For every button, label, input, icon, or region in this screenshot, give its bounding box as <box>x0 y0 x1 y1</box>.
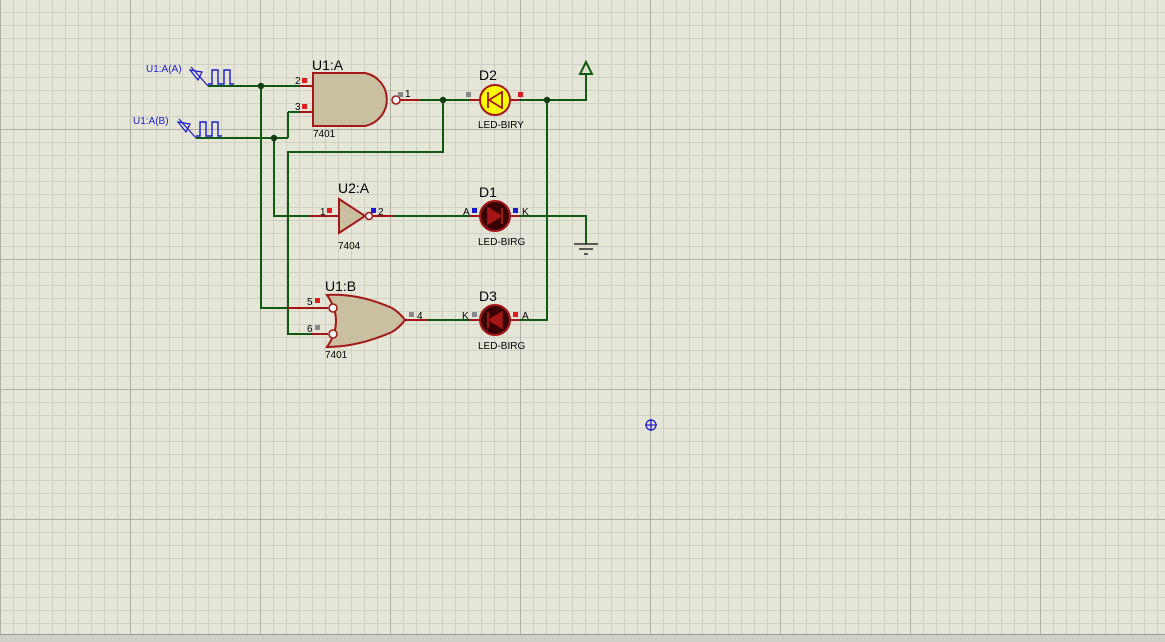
led-lamp <box>479 84 511 116</box>
wire[interactable] <box>520 100 548 321</box>
power-arrow-icon <box>578 59 594 75</box>
pin-label: 6 <box>307 324 313 335</box>
wire[interactable] <box>520 215 587 244</box>
led-part: LED-BIRG <box>478 237 525 248</box>
generator-b[interactable]: U1:A(B) <box>133 116 222 139</box>
pin-marker <box>371 208 376 213</box>
pin-marker <box>466 92 471 97</box>
pin-label: 3 <box>295 102 301 113</box>
generator-a[interactable]: U1:A(A) <box>146 64 234 87</box>
pin-label: K <box>522 207 529 218</box>
pin-marker <box>518 92 523 97</box>
pin-marker <box>472 312 477 317</box>
pin-label: 1 <box>320 207 326 218</box>
nand-gate-body <box>312 72 388 127</box>
led-d1[interactable]: D1 A K LED-BIRG <box>463 184 529 248</box>
wire[interactable] <box>260 86 288 309</box>
pin-label: 2 <box>295 76 301 87</box>
gate-part: 7404 <box>338 241 361 252</box>
ground-terminal[interactable] <box>574 243 598 255</box>
pin-marker <box>472 208 477 213</box>
gate-u1a[interactable]: U1:A 2 3 1 7401 <box>295 57 420 140</box>
square-wave-icon <box>208 69 234 85</box>
pin-marker <box>398 92 403 97</box>
inversion-bubble <box>328 329 338 339</box>
square-wave-icon <box>196 121 222 137</box>
junction-dot <box>270 134 278 142</box>
gate-u1b[interactable]: U1:B 5 6 4 7401 <box>288 278 428 361</box>
gate-ref: U1:B <box>325 278 356 294</box>
diode-symbol-icon <box>487 206 503 226</box>
crosshair-origin-icon <box>645 419 657 431</box>
pin-marker <box>409 312 414 317</box>
led-d3[interactable]: D3 K A LED-BIRG <box>462 288 529 352</box>
pin-label: A <box>522 311 529 322</box>
inversion-bubble <box>328 303 338 313</box>
pin-label: 5 <box>307 297 313 308</box>
pin-marker <box>315 298 320 303</box>
led-d2[interactable]: D2 LED-BIRY <box>466 67 524 131</box>
led-part: LED-BIRG <box>478 341 525 352</box>
generator-arrow-icon <box>176 121 191 134</box>
generator-label: U1:A(B) <box>133 116 169 127</box>
wire[interactable] <box>287 100 444 335</box>
wire[interactable] <box>273 138 310 217</box>
pin-label: A <box>463 207 470 218</box>
status-bar-edge <box>0 634 1165 642</box>
pin-label: K <box>462 311 469 322</box>
pin-label: 1 <box>405 89 411 100</box>
or-gate-body <box>325 293 407 349</box>
junction-dot <box>439 96 447 104</box>
pin-label: 2 <box>378 207 384 218</box>
pin-marker <box>315 325 320 330</box>
led-ref: D2 <box>479 67 497 83</box>
pin-marker <box>327 208 332 213</box>
pin-marker <box>302 104 307 109</box>
junctions <box>257 82 551 142</box>
wires <box>196 74 587 335</box>
power-terminal[interactable] <box>578 59 594 75</box>
gate-u2a[interactable]: U2:A 1 2 7404 <box>310 180 393 252</box>
led-part: LED-BIRY <box>478 120 524 131</box>
wire[interactable] <box>520 74 587 101</box>
pin-marker <box>302 78 307 83</box>
gate-part: 7401 <box>325 350 348 361</box>
pin-label: 4 <box>417 311 423 322</box>
junction-dot <box>257 82 265 90</box>
pin-marker <box>513 312 518 317</box>
led-ref: D3 <box>479 288 497 304</box>
gate-ref: U2:A <box>338 180 370 196</box>
not-gate-body <box>338 197 367 235</box>
inversion-bubble <box>391 95 401 105</box>
junction-dot <box>543 96 551 104</box>
gate-ref: U1:A <box>312 57 344 73</box>
led-ref: D1 <box>479 184 497 200</box>
inversion-bubble <box>364 211 374 221</box>
generator-arrow-icon <box>188 69 203 82</box>
generator-label: U1:A(A) <box>146 64 182 75</box>
pin-marker <box>513 208 518 213</box>
diode-symbol-icon <box>487 310 503 330</box>
gate-part: 7401 <box>313 129 336 140</box>
diode-symbol-icon <box>487 90 503 110</box>
